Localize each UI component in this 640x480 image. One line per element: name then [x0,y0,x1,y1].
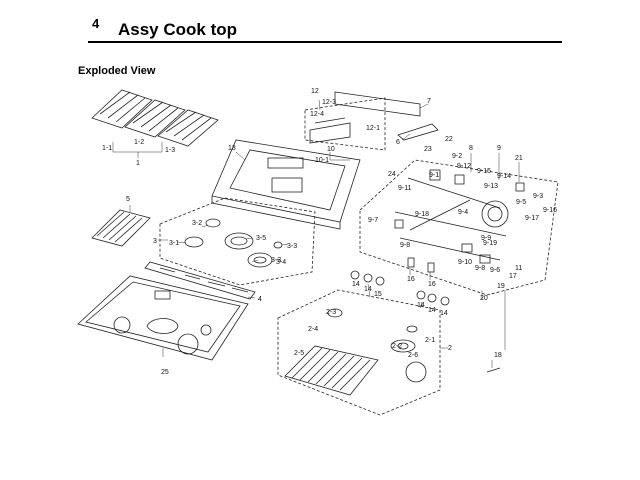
part-label-14c: 14 [417,302,425,309]
part-label-1: 1 [136,160,140,167]
part-label-12-1: 12-1 [366,125,380,132]
part-label-9-13: 9-13 [484,183,498,190]
part-label-9-3: 9-3 [533,193,543,200]
part-label-1-3: 1-3 [165,147,175,154]
part-label-9-19: 9-19 [483,240,497,247]
oven-rack-group [277,289,501,416]
part-label-2-6: 2-6 [408,352,418,359]
part-label-9-8a: 9-8 [400,242,410,249]
part-label-9-12: 9-12 [457,163,471,170]
part-label-22: 22 [445,136,453,143]
part-label-2-3: 2-3 [326,309,336,316]
part-label-2-2: 2-2 [392,343,402,350]
part-label-16b: 16 [428,281,436,288]
part-label-3-4: 3-4 [276,259,286,266]
part-label-14e: 14 [440,310,448,317]
knobs [350,257,450,306]
part-label-19: 19 [497,283,505,290]
part-label-13: 13 [228,145,236,152]
part-label-8: 8 [469,145,473,152]
part-label-9-14: 9-14 [497,173,511,180]
gas-valve-assembly [359,159,559,296]
part-label-2-4: 2-4 [308,326,318,333]
part-label-9-15: 9-15 [477,168,491,175]
part-label-9-4: 9-4 [458,209,468,216]
page-title: Assy Cook top [118,20,238,39]
part-label-20: 20 [480,295,488,302]
grate-center [124,99,186,138]
part-label-9-17: 9-17 [525,215,539,222]
part-label-3-2: 3-2 [192,220,202,227]
part-label-3-5: 3-5 [256,235,266,242]
part-label-1-2: 1-2 [134,139,144,146]
part-label-5: 5 [126,196,130,203]
part-label-9-8b: 9-8 [475,265,485,272]
part-label-12-4: 12-4 [310,111,324,118]
part-label-9: 9 [497,145,501,152]
part-label-24: 24 [388,171,396,178]
page-number: 4 [92,16,100,31]
part-label-14a: 14 [352,281,360,288]
part-label-9-16: 9-16 [543,207,557,214]
part-label-3-3b: 3-3 [271,257,281,264]
rear-manifold-cover [304,91,439,151]
part-label-4: 4 [258,296,262,303]
grate-left [91,89,153,129]
part-label-3-1: 3-1 [169,240,179,247]
part-label-15: 15 [374,291,382,298]
part-label-3: 3 [153,238,157,245]
part-label-9-11: 9-11 [398,185,412,192]
part-label-16a: 16 [407,276,415,283]
header-rule [88,41,562,43]
part-label-9-18: 9-18 [415,211,429,218]
part-label-10: 10 [327,146,335,153]
part-label-23: 23 [424,146,432,153]
part-label-2: 2 [448,345,452,352]
part-label-9-5: 9-5 [516,199,526,206]
part-label-9-7: 9-7 [368,217,378,224]
part-label-9-2: 9-2 [452,153,462,160]
part-label-3-3a: 3-3 [287,243,297,250]
part-label-12: 12 [311,88,319,95]
part-label-21: 21 [515,155,523,162]
part-label-17: 17 [509,273,517,280]
part-label-25: 25 [161,369,169,376]
part-label-2-5: 2-5 [294,350,304,357]
part-label-7: 7 [427,98,431,105]
burner-assembly-frame [159,197,316,286]
grate-right [157,109,219,147]
part-label-18: 18 [494,352,502,359]
part-label-6: 6 [396,139,400,146]
griddle [91,209,151,247]
part-label-9-1: 9-1 [429,172,439,179]
part-label-9-9: 9-9 [481,235,491,242]
part-label-14b: 14 [364,286,372,293]
part-label-14d: 14 [428,307,436,314]
leader-lines [112,99,520,368]
part-label-12-3: 12-3 [322,99,336,106]
cooktop-base-panel [211,139,361,230]
control-panel-strip [144,261,256,300]
part-label-1-1: 1-1 [102,145,112,152]
section-title: Exploded View [78,65,156,77]
cooktop-top [77,275,249,361]
part-label-11: 11 [515,265,522,272]
part-label-10-1: 10-1 [315,157,329,164]
part-label-9-6: 9-6 [490,267,500,274]
part-label-2-1: 2-1 [425,337,435,344]
part-label-9-10: 9-10 [458,259,472,266]
